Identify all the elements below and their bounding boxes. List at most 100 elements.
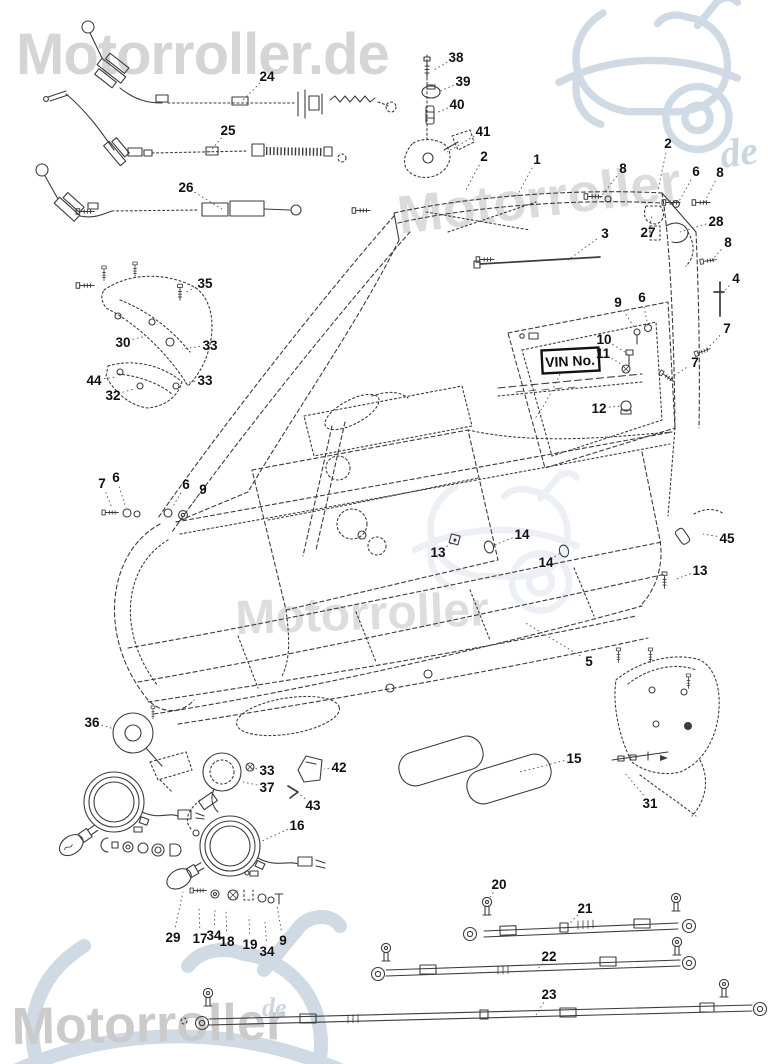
shock-parts-38-41	[403, 54, 475, 179]
leader-line	[673, 573, 691, 581]
watermark-center: Motorroller	[235, 583, 490, 645]
leader-line	[297, 792, 306, 800]
lamp-hardware-row-b	[189, 887, 284, 905]
part-number-label: 33	[202, 338, 218, 353]
left-side-panels	[101, 261, 213, 409]
leader-line	[213, 908, 216, 926]
part-number-label: 17	[192, 931, 207, 946]
screw-35	[177, 283, 183, 301]
part-number-label: 36	[84, 715, 100, 730]
leader-line	[612, 343, 629, 355]
leader-line	[194, 191, 223, 210]
part-number-label: 42	[331, 760, 346, 775]
tie-rod-21	[462, 892, 697, 942]
part-number-label: 9	[199, 482, 207, 497]
clamps-mid	[448, 533, 668, 589]
leader-line	[437, 84, 455, 93]
leader-line	[491, 537, 513, 547]
leader-line	[523, 621, 581, 657]
part-number-label: 29	[165, 930, 180, 945]
part-number-label: 7	[723, 321, 731, 336]
ball-stud-20	[481, 896, 493, 916]
tie-rod-22	[370, 936, 697, 982]
part-number-label: 11	[596, 346, 611, 361]
bulb-upper	[58, 824, 99, 857]
leader-line	[225, 910, 228, 932]
leader-line	[719, 285, 730, 297]
part-number-label: 7	[691, 355, 699, 370]
vin-label-text: VIN No.	[545, 352, 596, 371]
part-number-label: 39	[455, 74, 470, 89]
bulb-29	[166, 862, 205, 890]
part-number-label: 33	[259, 763, 275, 778]
headlamp-16	[199, 815, 326, 877]
leader-line	[488, 892, 494, 900]
leader-line	[705, 334, 721, 351]
tie-rod-23	[180, 978, 768, 1031]
throttle-cable-24	[81, 20, 397, 119]
leader-line	[118, 486, 127, 509]
leader-line	[567, 238, 598, 261]
part-number-label: 19	[242, 937, 257, 952]
leader-line	[171, 492, 182, 509]
part-number-label: 22	[541, 949, 556, 964]
part-number-label: 27	[640, 225, 655, 240]
watermark-top-left: Motorroller.de	[16, 22, 389, 87]
part-number-label: 10	[596, 332, 611, 347]
part-number-label: 37	[259, 780, 274, 795]
leader-line	[101, 724, 115, 730]
leader-line	[206, 137, 222, 156]
right-fender-group	[611, 508, 725, 817]
leader-line	[446, 135, 475, 153]
part-number-label: 2	[664, 136, 672, 151]
part-number-label: 8	[724, 235, 732, 250]
part-number-label: 25	[220, 123, 236, 138]
bracket-42-43	[287, 755, 323, 799]
part-number-label: 9	[279, 933, 287, 948]
part-number-label: 13	[692, 563, 708, 578]
leader-line	[599, 175, 618, 199]
part-number-label: 1	[533, 152, 541, 167]
watermark-upper-right-de: de	[717, 127, 761, 177]
leader-line	[122, 388, 135, 393]
part-number-label: 30	[115, 335, 130, 350]
part-number-label: 8	[619, 161, 627, 176]
part-number-label: 35	[197, 276, 213, 291]
leader-line	[177, 381, 196, 385]
leader-line	[249, 767, 258, 770]
part-number-label: 5	[585, 654, 593, 669]
leader-line	[185, 286, 197, 293]
part-number-label: 34	[206, 928, 222, 943]
leader-line	[264, 921, 267, 942]
part-number-label: 41	[475, 124, 491, 139]
part-number-label: 18	[219, 934, 235, 949]
hardware-left	[101, 508, 188, 520]
part-number-label: 12	[591, 401, 606, 416]
choke-cable-26	[35, 163, 302, 222]
leader-line	[702, 533, 718, 537]
leader-line	[248, 915, 251, 935]
leader-line	[276, 905, 282, 931]
leader-line	[323, 767, 330, 770]
part-number-label: 6	[638, 290, 646, 305]
leader-line	[703, 180, 716, 204]
part-number-label: 16	[289, 818, 305, 833]
part-number-label: 3	[601, 226, 609, 241]
part-number-label: 7	[98, 476, 106, 491]
part-number-label: 14	[538, 555, 554, 570]
leader-line	[554, 551, 563, 558]
part-number-label: 13	[430, 545, 446, 560]
headlamp-left	[83, 771, 205, 833]
leader-line	[643, 306, 649, 327]
leader-line	[446, 540, 456, 547]
part-number-label: 14	[514, 527, 530, 542]
footrest-plates	[398, 735, 552, 805]
leader-line	[174, 891, 184, 928]
leader-line	[608, 405, 623, 408]
brake-cable-25	[43, 90, 347, 167]
leader-line	[181, 345, 201, 350]
leader-line	[677, 179, 692, 204]
leader-line	[242, 781, 258, 786]
